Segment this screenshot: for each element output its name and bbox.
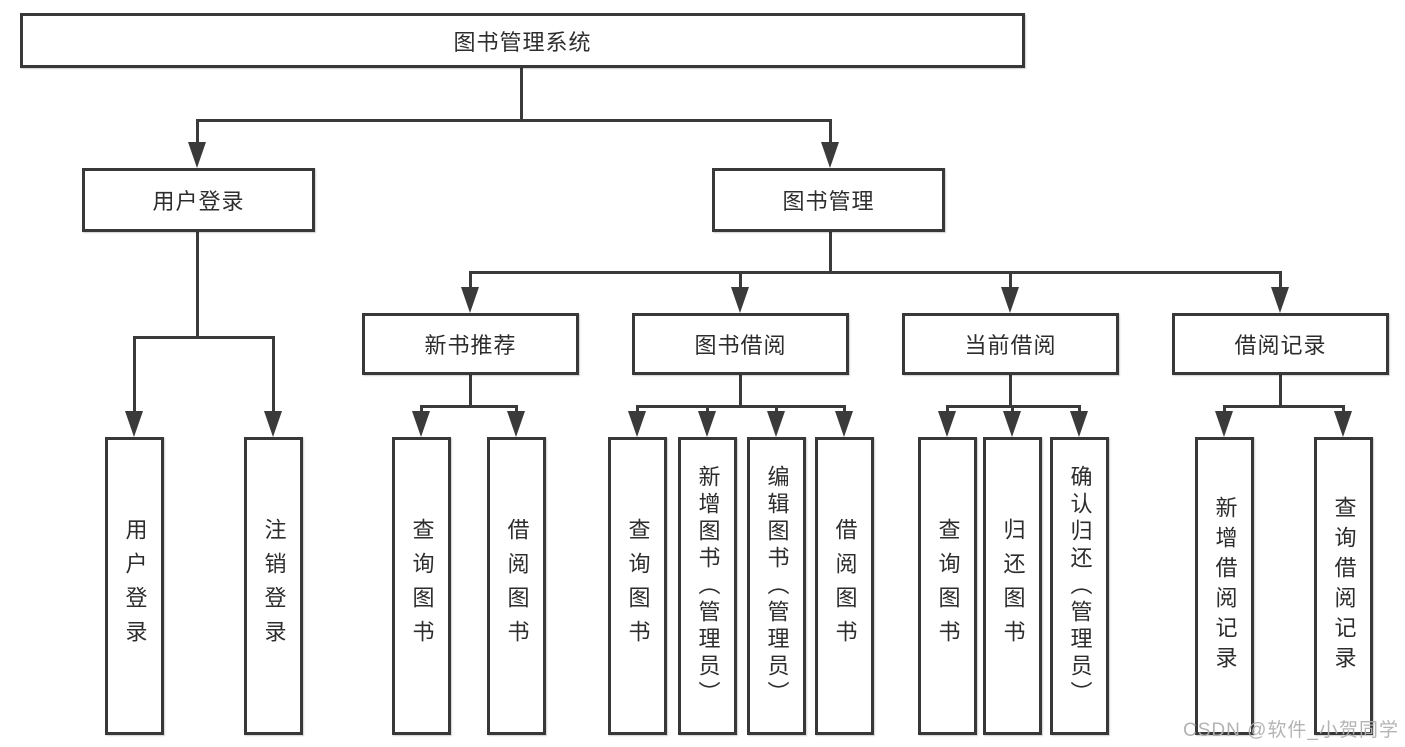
node-leaf-confirm-return-admin: 确认归还（管理员） [1050, 437, 1109, 735]
node-label: 查询借阅记录 [1331, 496, 1357, 676]
connector [469, 271, 1282, 274]
arrow-down-icon [507, 411, 525, 437]
node-borrow-records: 借阅记录 [1172, 313, 1389, 375]
node-book-management: 图书管理 [712, 168, 945, 232]
connector [196, 230, 199, 338]
arrow-down-icon [767, 411, 785, 437]
connector [469, 373, 472, 408]
node-leaf-add-book-admin: 新增图书（管理员） [678, 437, 737, 735]
connector [1009, 271, 1012, 290]
node-root: 图书管理系统 [20, 13, 1025, 68]
node-label: 查询图书 [625, 518, 651, 654]
node-leaf-edit-book-admin: 编辑图书（管理员） [747, 437, 806, 735]
connector [1009, 373, 1012, 408]
connector [636, 405, 846, 408]
node-leaf-user-login: 用户登录 [105, 437, 164, 735]
arrow-down-icon [938, 411, 956, 437]
connector [196, 119, 199, 145]
node-label: 确认归还（管理员） [1067, 464, 1093, 708]
node-leaf-query-book-1: 查询图书 [392, 437, 451, 735]
node-label: 用户登录 [122, 518, 148, 654]
connector [133, 336, 136, 414]
arrow-down-icon [125, 411, 143, 437]
node-label: 编辑图书（管理员） [764, 464, 790, 708]
node-current-borrow: 当前借阅 [902, 313, 1119, 375]
connector [469, 271, 472, 290]
node-label: 借阅图书 [504, 518, 530, 654]
connector [739, 373, 742, 408]
csdn-watermark: CSDN @软件_小贺同学 [1183, 720, 1399, 741]
node-leaf-query-borrow-record: 查询借阅记录 [1314, 437, 1373, 735]
connector [420, 405, 518, 408]
arrow-down-icon [1003, 411, 1021, 437]
node-label: 查询图书 [935, 518, 961, 654]
arrow-down-icon [821, 142, 839, 168]
node-label: 图书管理 [782, 189, 875, 214]
node-new-book-recommend: 新书推荐 [362, 313, 579, 375]
connector [520, 66, 523, 122]
node-label: 归还图书 [1000, 518, 1026, 654]
node-label: 查询图书 [409, 518, 435, 654]
node-leaf-borrow-book-2: 借阅图书 [815, 437, 874, 735]
arrow-down-icon [731, 287, 749, 313]
arrow-down-icon [264, 411, 282, 437]
node-root-label: 图书管理系统 [453, 29, 592, 55]
connector [196, 119, 832, 122]
node-label: 新增图书（管理员） [695, 464, 721, 708]
node-leaf-logout: 注销登录 [244, 437, 303, 735]
connector [1279, 271, 1282, 290]
node-leaf-query-book-2: 查询图书 [608, 437, 667, 735]
arrow-down-icon [628, 411, 646, 437]
arrow-down-icon [1215, 411, 1233, 437]
connector [272, 336, 275, 414]
node-label: 当前借阅 [964, 333, 1057, 358]
connector [739, 271, 742, 290]
node-label: 新增借阅记录 [1212, 496, 1238, 676]
node-label: 新书推荐 [424, 333, 517, 358]
connector [829, 232, 832, 274]
node-leaf-borrow-book-1: 借阅图书 [487, 437, 546, 735]
arrow-down-icon [698, 411, 716, 437]
connector [133, 336, 275, 339]
arrow-down-icon [461, 287, 479, 313]
node-leaf-query-book-3: 查询图书 [918, 437, 977, 735]
node-label: 注销登录 [261, 518, 287, 654]
node-leaf-add-borrow-record: 新增借阅记录 [1195, 437, 1254, 735]
connector [1223, 405, 1345, 408]
node-label: 用户登录 [152, 189, 245, 214]
node-label: 借阅记录 [1234, 333, 1327, 358]
connector [829, 119, 832, 145]
arrow-down-icon [1070, 411, 1088, 437]
arrow-down-icon [835, 411, 853, 437]
node-label: 借阅图书 [832, 518, 858, 654]
node-label: 图书借阅 [694, 333, 787, 358]
node-leaf-return-book: 归还图书 [983, 437, 1042, 735]
node-book-borrow: 图书借阅 [632, 313, 849, 375]
node-user-login: 用户登录 [82, 168, 315, 232]
arrow-down-icon [1001, 287, 1019, 313]
arrow-down-icon [1334, 411, 1352, 437]
arrow-down-icon [1271, 287, 1289, 313]
connector [1279, 373, 1282, 408]
arrow-down-icon [412, 411, 430, 437]
arrow-down-icon [188, 142, 206, 168]
